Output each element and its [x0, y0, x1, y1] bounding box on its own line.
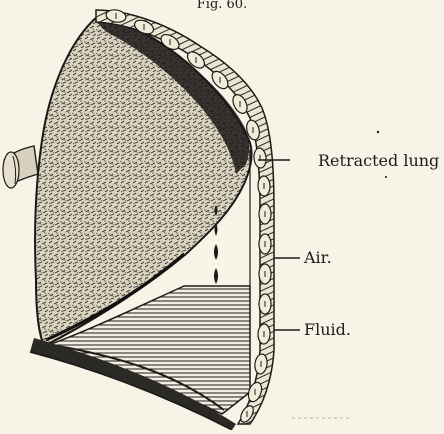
- retracted-lung-label: Retracted lung: [318, 151, 439, 170]
- speck-upper: [377, 131, 379, 133]
- speck-lower: [385, 176, 387, 178]
- bronchus-tube: [3, 146, 38, 188]
- figure-caption: Fig. 60.: [197, 0, 247, 12]
- fluid-label: Fluid.: [304, 320, 351, 339]
- air-label: Air.: [303, 248, 332, 267]
